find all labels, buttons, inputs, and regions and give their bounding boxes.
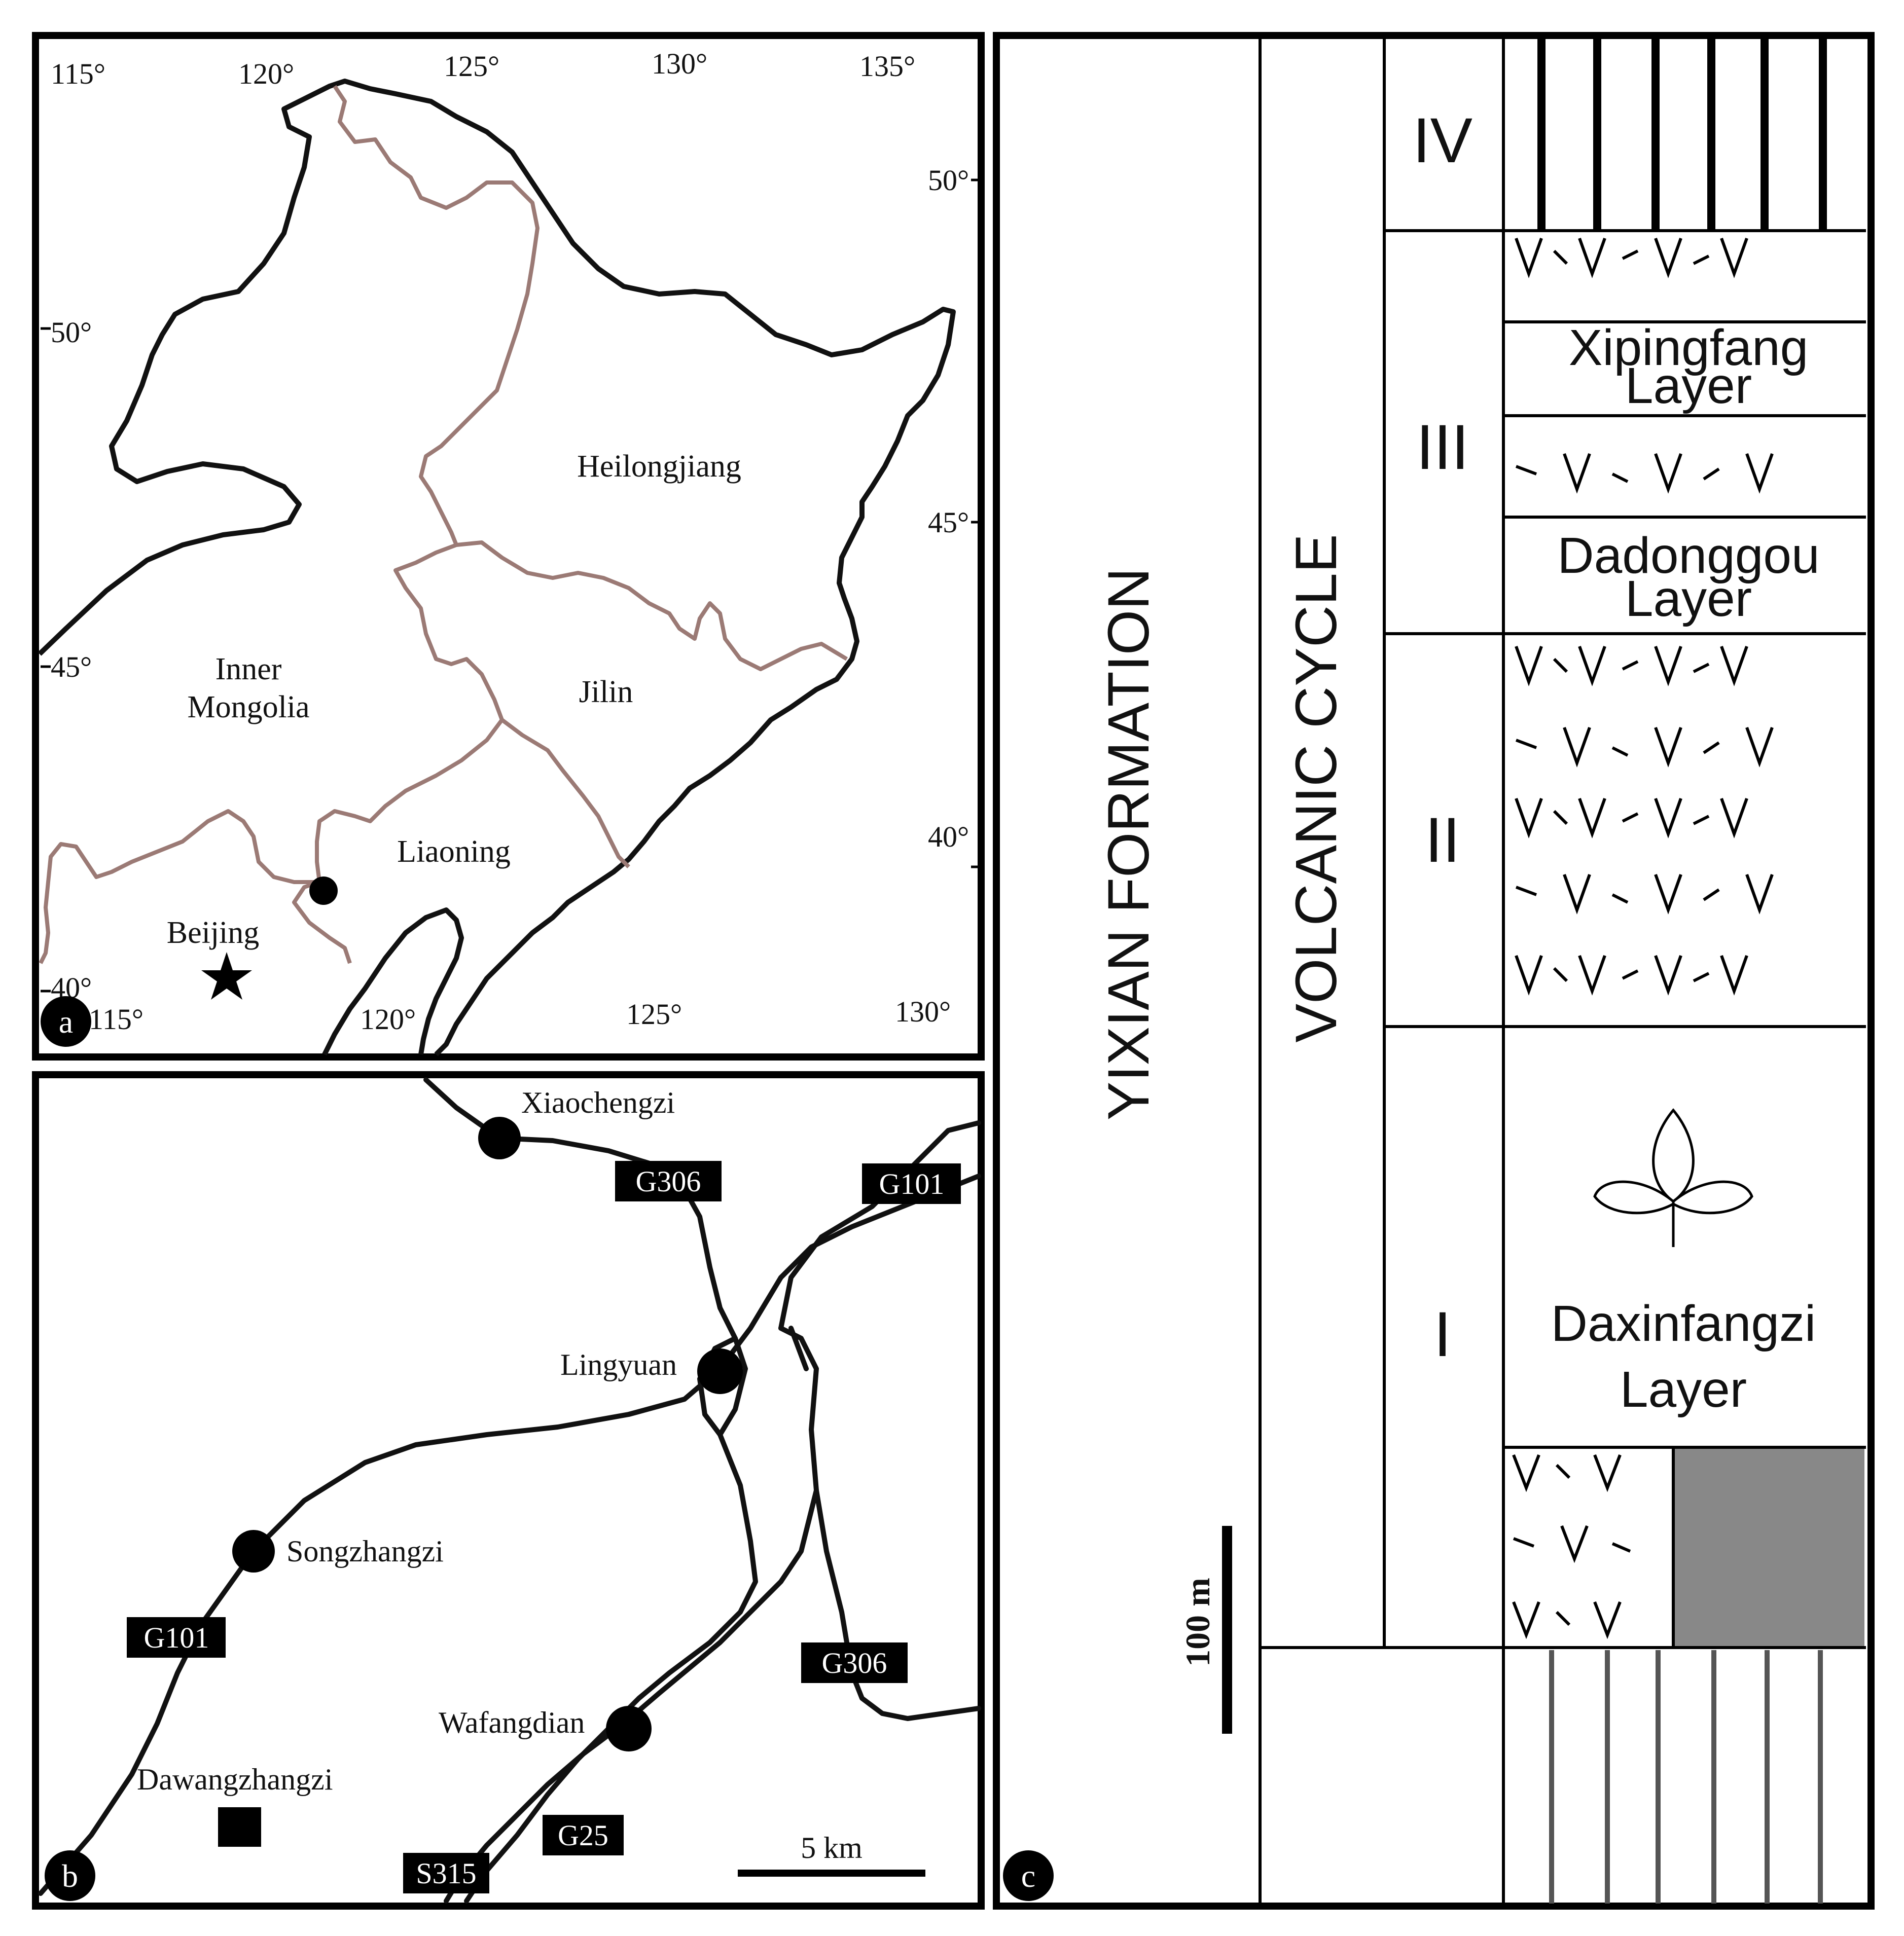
border-jilin-liaoning [500,718,630,868]
layer-xipingfang-2: Layer [1625,357,1752,414]
shield-g101-right-label: G101 [879,1167,945,1200]
stripes-base [1549,1650,1823,1904]
layer-daxinfangzi-2: Layer [1620,1361,1747,1418]
right-tick-40: 40° [928,820,969,853]
top-tick-135: 135° [859,50,915,83]
bottom-tick-120: 120° [360,1003,416,1036]
border-heilongjiang-jilin [456,540,848,671]
fossil-leaf-icon [1593,1108,1753,1247]
panel-b-scale-label: 5 km [801,1831,863,1865]
label-lingyuan: Lingyuan [560,1348,677,1381]
road-link [788,1326,809,1371]
right-tick-50: 50° [928,164,969,197]
border-inner-mongolia-hebei [39,809,317,964]
panel-a-map: 115° 120° 125° 130° 135° 50° 45° 40° 50°… [32,32,985,1061]
layer-xipingfang-1: Xipingfang [1569,319,1809,376]
cycle-iii: III [1416,412,1469,483]
shield-s315 [403,1853,489,1893]
panel-b-label: b [62,1858,78,1894]
label-jilin: Jilin [579,675,633,709]
beijing-star-icon [201,952,252,1000]
left-tick-50: 50° [51,316,92,349]
bottom-tick-115: 115° [89,1003,143,1036]
shield-g25-label: G25 [558,1819,608,1852]
label-volcanic-cycle: VOLCANIC CYCLE [1284,534,1349,1042]
site-dawangzhangzi-icon [218,1807,261,1847]
study-site-dot [309,876,338,905]
town-wafangdian-icon [606,1706,652,1751]
panel-a-badge [41,996,91,1047]
coastline [38,79,956,1056]
road-g25 [464,1432,758,1904]
grey-block [1675,1449,1864,1646]
border-inner-mongolia-liaoning [292,718,504,964]
panel-a-label: a [59,1004,73,1040]
cycle-ii: II [1425,805,1460,875]
province-borders [39,85,848,964]
panel-b-badge [45,1850,95,1901]
town-songzhangzi-icon [232,1530,275,1573]
panel-c-grid [1259,35,1866,1906]
label-wafangdian: Wafangdian [439,1706,585,1739]
road-g306-south [778,1326,981,1721]
town-lingyuan-icon [697,1348,743,1394]
label-liaoning: Liaoning [397,834,511,869]
label-heilongjiang: Heilongjiang [577,449,741,484]
label-dawangzhangzi: Dawangzhangzi [137,1763,333,1796]
layer-dadonggou-2: Layer [1625,570,1752,627]
shield-g25 [543,1815,624,1855]
road-g101-main [38,1366,723,1896]
town-xiaochengzi-icon [478,1117,521,1159]
layer-dadonggou-1: Dadonggou [1557,527,1819,584]
shield-g306-bottom [801,1642,908,1683]
bottom-tick-125: 125° [626,998,682,1031]
shield-g101-right [862,1163,961,1204]
panel-a-frame [32,32,985,1061]
volcanic-texture [1512,237,1774,1639]
top-tick-115: 115° [51,57,105,90]
bohai-coast [322,907,464,1056]
label-inner: Inner [215,652,282,686]
right-tick-45: 45° [928,506,969,539]
shield-g101-left-label: G101 [144,1621,209,1654]
cycle-i: I [1434,1299,1452,1370]
shield-s315-label: S315 [416,1857,476,1890]
stripes-iv [1537,35,1827,231]
panel-c-badge [1003,1850,1054,1901]
top-tick-125: 125° [444,50,499,83]
top-tick-130: 130° [652,47,707,80]
panel-c-label: c [1021,1858,1035,1894]
bottom-tick-130: 130° [895,995,951,1028]
shield-g101-left [127,1617,226,1658]
border-inner-mongolia-heilongjiang [333,85,540,546]
panel-b-frame [32,1071,985,1910]
label-yixian-formation: YIXIAN FORMATION [1096,568,1161,1120]
label-songzhangzi: Songzhangzi [286,1535,444,1568]
road-shields: G306 G101 G101 G306 G25 S315 [127,1161,961,1893]
top-tick-120: 120° [238,57,294,90]
panel-c-scale-label: 100 m [1178,1578,1217,1667]
panel-a-ticks [41,178,981,993]
panel-b-map: Xiaochengzi Lingyuan Songzhangzi Wafangd… [32,1071,985,1910]
cycle-iv: IV [1413,105,1472,176]
shield-g306-bottom-label: G306 [822,1647,887,1679]
border-inner-mongolia-jilin [393,543,504,721]
panel-c-column: YIXIAN FORMATION VOLCANIC CYCLE IV III I… [993,32,1875,1910]
layer-daxinfangzi-1: Daxinfangzi [1551,1295,1816,1352]
shield-g306-top [615,1161,722,1201]
label-xiaochengzi: Xiaochengzi [521,1086,675,1119]
road-s315 [444,1488,819,1904]
left-tick-45: 45° [51,650,92,683]
label-beijing: Beijing [167,916,260,950]
label-mongolia: Mongolia [187,690,309,724]
shield-g306-top-label: G306 [636,1165,701,1198]
road-g101-ne-2 [778,1120,981,1331]
